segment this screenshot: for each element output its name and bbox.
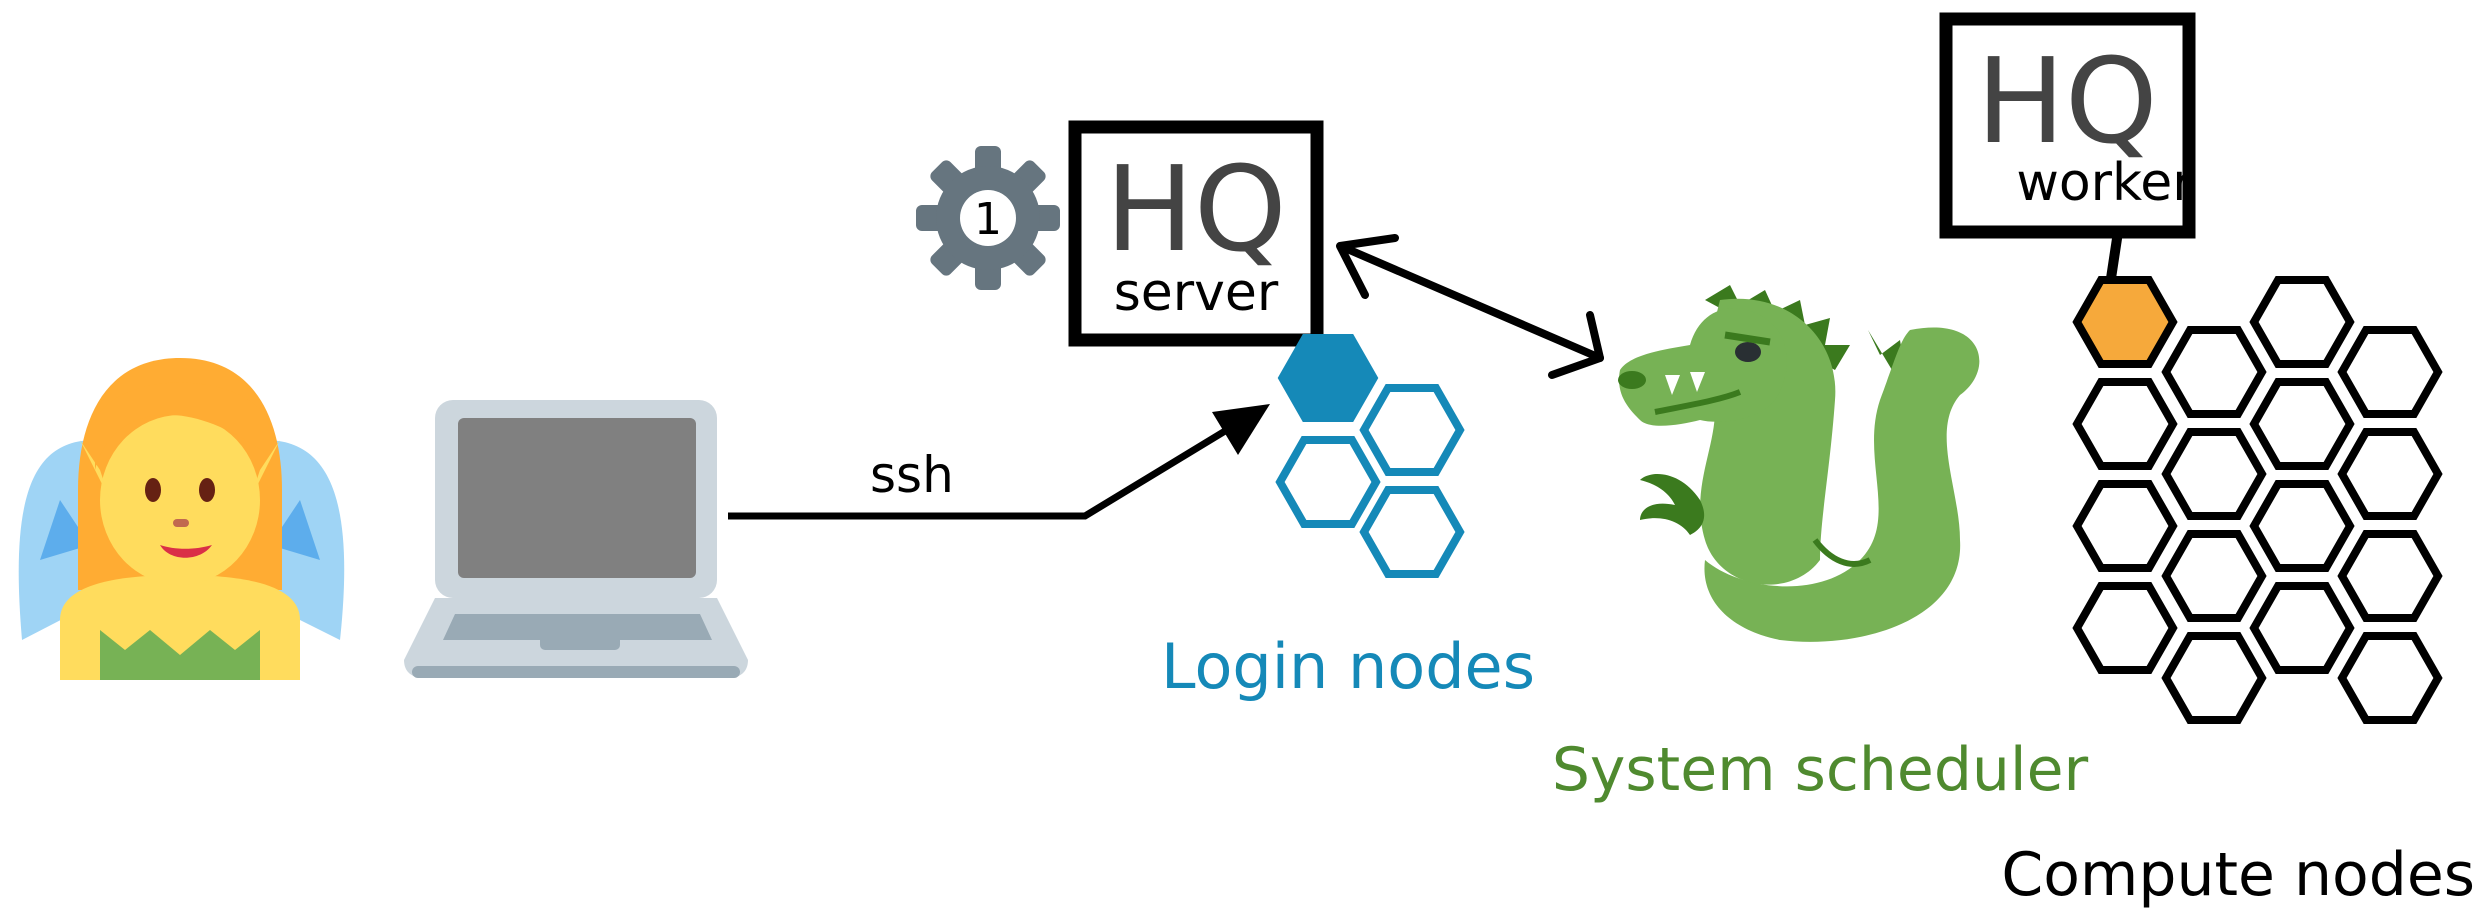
hq-server-box: HQ server (1068, 120, 1324, 347)
hq-worker-subtitle: worker (2016, 153, 2194, 213)
hq-server-title: HQ (1105, 140, 1287, 278)
server-scheduler-arrow (1336, 234, 1604, 379)
gear-icon: 1 (916, 146, 1060, 290)
dragon-icon (1618, 285, 1980, 642)
hq-worker-box: HQ worker (1939, 12, 2196, 286)
ssh-label: ssh (870, 446, 954, 504)
ssh-connection: ssh (728, 404, 1270, 520)
login-nodes-cluster (1280, 334, 1460, 574)
compute-nodes-label: Compute nodes (2001, 840, 2475, 910)
laptop-icon (404, 400, 748, 678)
login-nodes-label: Login nodes (1161, 630, 1535, 703)
fairy-user-icon (18, 358, 345, 680)
gear-number: 1 (974, 194, 1002, 245)
hq-server-subtitle: server (1114, 263, 1279, 323)
compute-nodes-cluster (2077, 280, 2438, 720)
hq-worker-title: HQ (1976, 32, 2158, 170)
system-scheduler-label: System scheduler (1552, 735, 2089, 805)
